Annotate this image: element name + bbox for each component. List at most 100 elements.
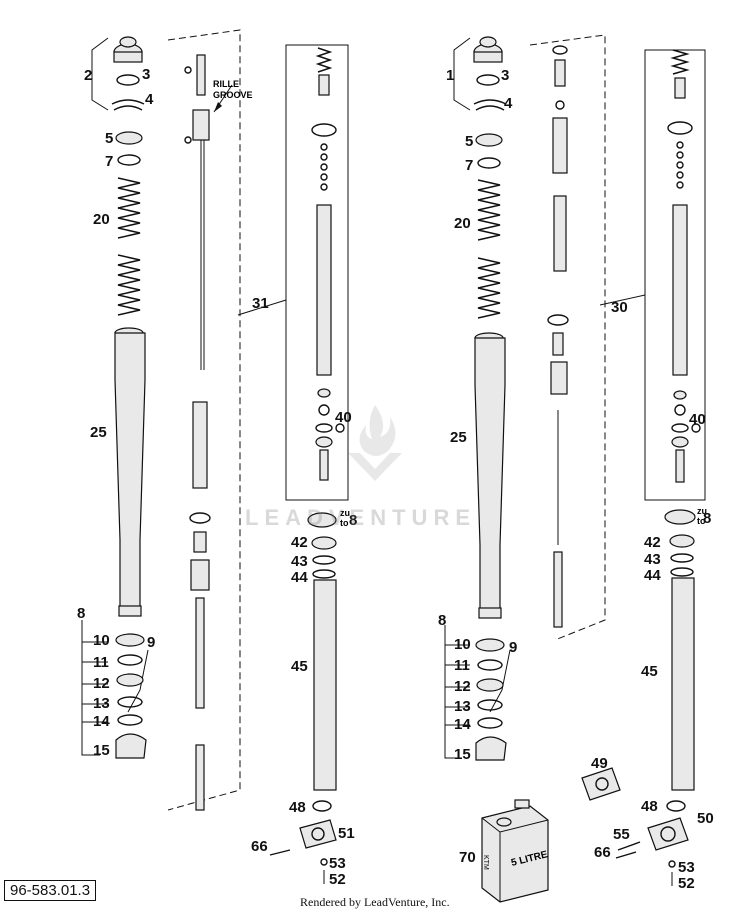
left-damper-rod [184,54,210,370]
callout-right-12: 12 [454,678,471,695]
callout-right-43: 43 [644,551,661,568]
callout-right-42: 42 [644,534,661,551]
right-clip [477,659,503,671]
right-fork-spring [477,179,501,319]
right-damper-rod [547,45,569,628]
callout-left-5: 5 [105,130,113,147]
footer-credit: Rendered by LeadVenture, Inc. [300,895,450,909]
left-guide-ring [307,512,337,528]
callout-right-49: 49 [591,755,608,772]
left-washer [117,154,141,166]
callout-left-9: 9 [147,634,155,651]
left-piston [193,531,207,553]
left-guide-bushing [115,733,147,759]
right-o-ring-48 [666,800,686,812]
left-o-ring [116,74,140,86]
right-outer-tube [474,332,506,619]
callout-right-7: 7 [465,157,473,174]
right-axle-clamp-49 [581,767,621,801]
left-support-ring [117,696,143,708]
callout-left-8b: 8 [349,512,357,529]
right-guide-ring [664,509,696,525]
callout-left-45: 45 [291,658,308,675]
left-fork-assembly [81,29,349,884]
callout-right-3: 3 [501,67,509,84]
callout-left-4: 4 [145,91,154,108]
callout-left-15: 15 [93,742,110,759]
callout-right-48: 48 [641,798,658,815]
left-fork-cap [113,36,143,63]
left-part-42 [311,536,337,550]
right-cartridge-parts [667,49,701,483]
callout-right-45: 45 [641,663,658,680]
left-dust-seal [115,633,145,647]
right-seal-bracket-9 [489,649,511,713]
left-washer-53 [320,858,328,866]
callout-right-55: 55 [613,826,630,843]
left-screw-66 [269,849,291,856]
right-washer [477,157,501,169]
callout-right-66: 66 [594,844,611,861]
left-inner-tube [313,579,337,791]
cartridge-30-bracket [599,49,706,501]
callout-right-1: 1 [446,67,454,84]
callout-right-53: 53 [678,859,695,876]
callout-right-20: 20 [454,215,471,232]
label-right-to: to [697,516,706,526]
callout-right-50: 50 [697,810,714,827]
right-part-44 [670,567,694,577]
callout-left-20: 20 [93,211,110,228]
right-guide-bushing [475,736,507,761]
callout-right-13: 13 [454,698,471,715]
right-screw-66 [615,851,637,859]
left-part-43 [312,555,336,565]
right-washer-53 [668,860,676,868]
left-bushing [117,714,143,726]
callout-left-52: 52 [329,871,346,888]
seal-bracket [81,620,108,756]
right-o-ring [476,74,500,86]
left-oil-seal [116,673,144,687]
label-groove-en: GROOVE [213,90,253,100]
callout-right-11: 11 [454,657,470,674]
left-fork-spring [117,177,141,316]
callout-left-48: 48 [289,799,306,816]
right-oil-seal [476,678,504,692]
callout-left-8: 8 [77,605,85,622]
callout-left-7: 7 [105,153,113,170]
left-retaining-ring [111,99,145,111]
left-valve [190,559,210,591]
right-cap-bracket [453,37,471,111]
callout-left-66: 66 [251,838,268,855]
oil-can-side-label: KTM [482,855,489,870]
callout-left-25: 25 [90,424,107,441]
label-groove-de: RILLE [213,79,239,89]
right-retaining-ring [473,99,507,111]
callout-right-10: 10 [454,636,471,653]
left-spacer [115,131,143,145]
callout-left-31: 31 [252,295,269,312]
left-axle-clamp [299,819,337,849]
callout-left-11: 11 [93,654,109,671]
callout-left-13: 13 [93,695,110,712]
watermark-text: LEADVENTURE [245,505,477,530]
callout-left-42: 42 [291,534,308,551]
right-fork-assembly [444,34,706,903]
watermark-logo [348,405,402,481]
callout-left-2: 2 [84,67,92,84]
callout-right-8: 8 [438,612,446,629]
callout-right-8b: 8 [703,510,711,527]
callout-left-10: 10 [93,632,110,649]
seal-bracket-9 [127,649,149,713]
callout-right-4: 4 [504,95,513,112]
callout-right-14: 14 [454,716,471,733]
callout-left-51: 51 [338,825,355,842]
right-support-ring [477,699,503,711]
document-number: 96-583.01.3 [4,880,97,901]
left-cartridge-parts [311,47,345,481]
right-screw-55 [617,841,641,851]
callout-left-44: 44 [291,569,308,586]
callout-left-12: 12 [93,675,110,692]
right-seal-bracket [444,625,470,759]
